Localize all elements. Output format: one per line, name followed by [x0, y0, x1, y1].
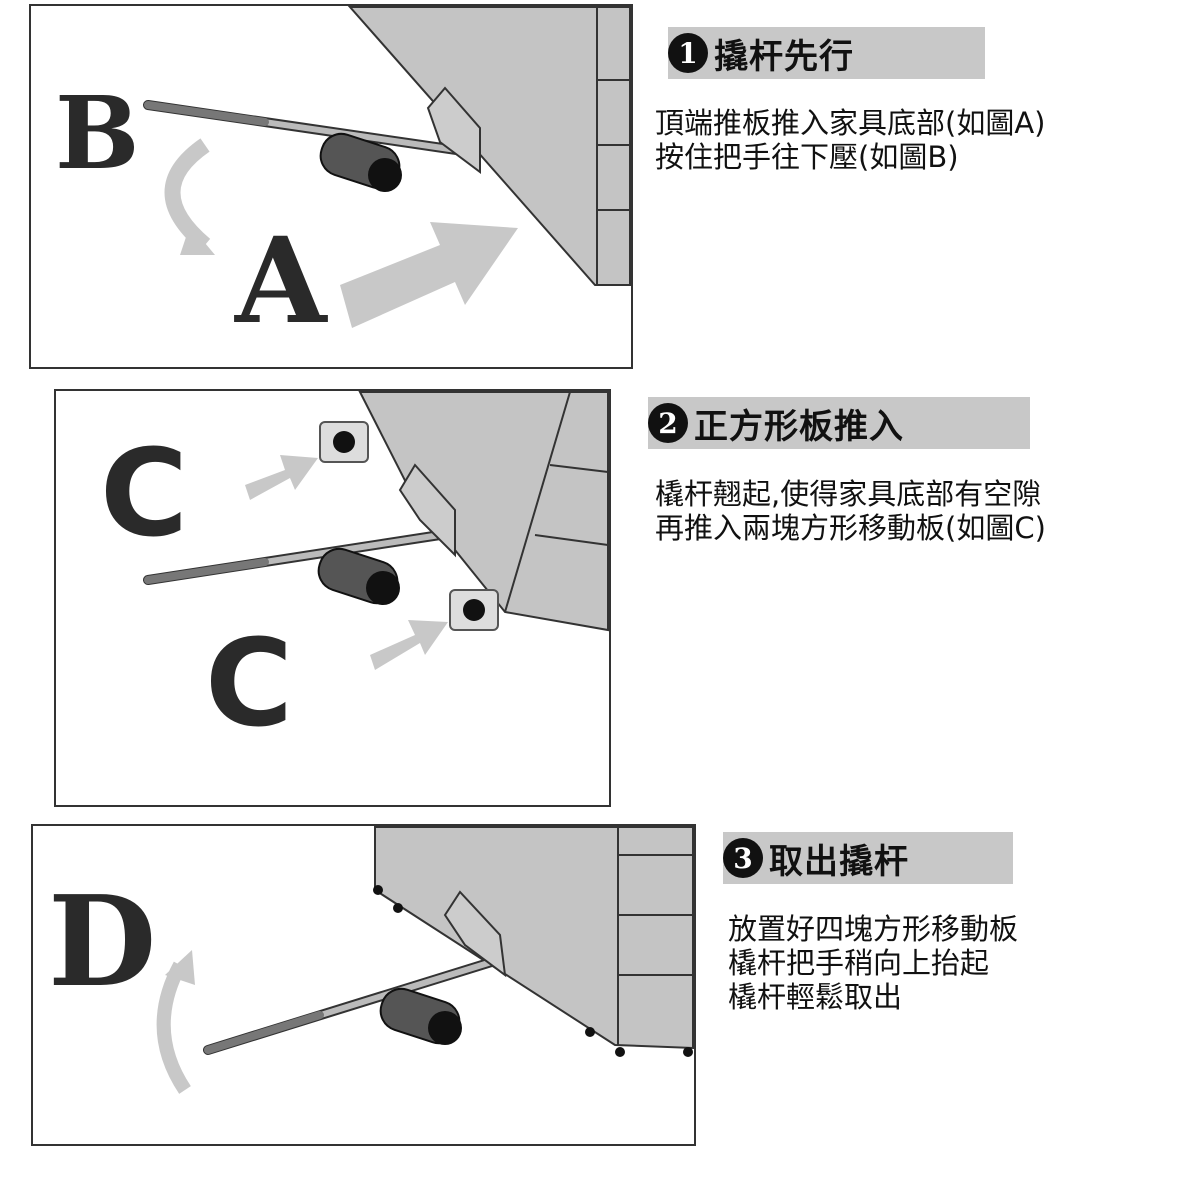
- description-line: 放置好四塊方形移動板: [728, 912, 1019, 946]
- label-c: C: [205, 615, 293, 754]
- step-3-heading: 3 取出撬杆: [723, 832, 1013, 884]
- label-b: B: [55, 74, 140, 192]
- panel-step-3: D: [31, 824, 696, 1146]
- step-title: 取出撬杆: [769, 841, 909, 882]
- lever: [143, 86, 481, 192]
- step-number-badge: 1: [668, 33, 708, 73]
- label-c: C: [100, 425, 188, 564]
- push-arrow-icon: [340, 222, 518, 328]
- label-a: A: [234, 211, 328, 350]
- step-3-description: 放置好四塊方形移動板 橇杆把手稍向上抬起 橇杆輕鬆取出: [728, 912, 1018, 1014]
- panel-step-2: C C: [54, 389, 611, 807]
- step-number-badge: 3: [723, 838, 763, 878]
- mover-plate: [319, 421, 369, 463]
- push-arrow-icon: [370, 620, 448, 670]
- step-title: 正方形板推入: [694, 406, 904, 447]
- step-title: 撬杆先行: [714, 36, 854, 77]
- rotate-arrow-icon: [156, 961, 191, 1094]
- mover-plate: [449, 589, 499, 631]
- panel-step-1: B A: [29, 4, 633, 369]
- description-line: 橇杆翹起,使得家具底部有空隙: [655, 477, 1042, 511]
- step-2-heading: 2 正方形板推入: [648, 397, 1030, 449]
- description-line: 再推入兩塊方形移動板(如圖C): [655, 511, 1046, 545]
- description-line: 按住把手往下壓(如圖B): [655, 140, 959, 174]
- furniture: [347, 6, 631, 286]
- step-1-heading: 1 撬杆先行: [668, 27, 985, 79]
- lever: [203, 890, 507, 1055]
- description-line: 橇杆輕鬆取出: [728, 980, 903, 1014]
- push-arrow-icon: [245, 455, 318, 500]
- label-d: D: [48, 869, 156, 1015]
- step-1-description: 頂端推板推入家具底部(如圖A) 按住把手往下壓(如圖B): [655, 106, 1045, 174]
- description-line: 橇杆把手稍向上抬起: [728, 946, 990, 980]
- step-2-description: 橇杆翹起,使得家具底部有空隙 再推入兩塊方形移動板(如圖C): [655, 477, 1046, 545]
- description-line: 頂端推板推入家具底部(如圖A): [655, 106, 1046, 140]
- furniture: [374, 826, 694, 1050]
- step-number-badge: 2: [648, 403, 688, 443]
- lever: [143, 463, 456, 605]
